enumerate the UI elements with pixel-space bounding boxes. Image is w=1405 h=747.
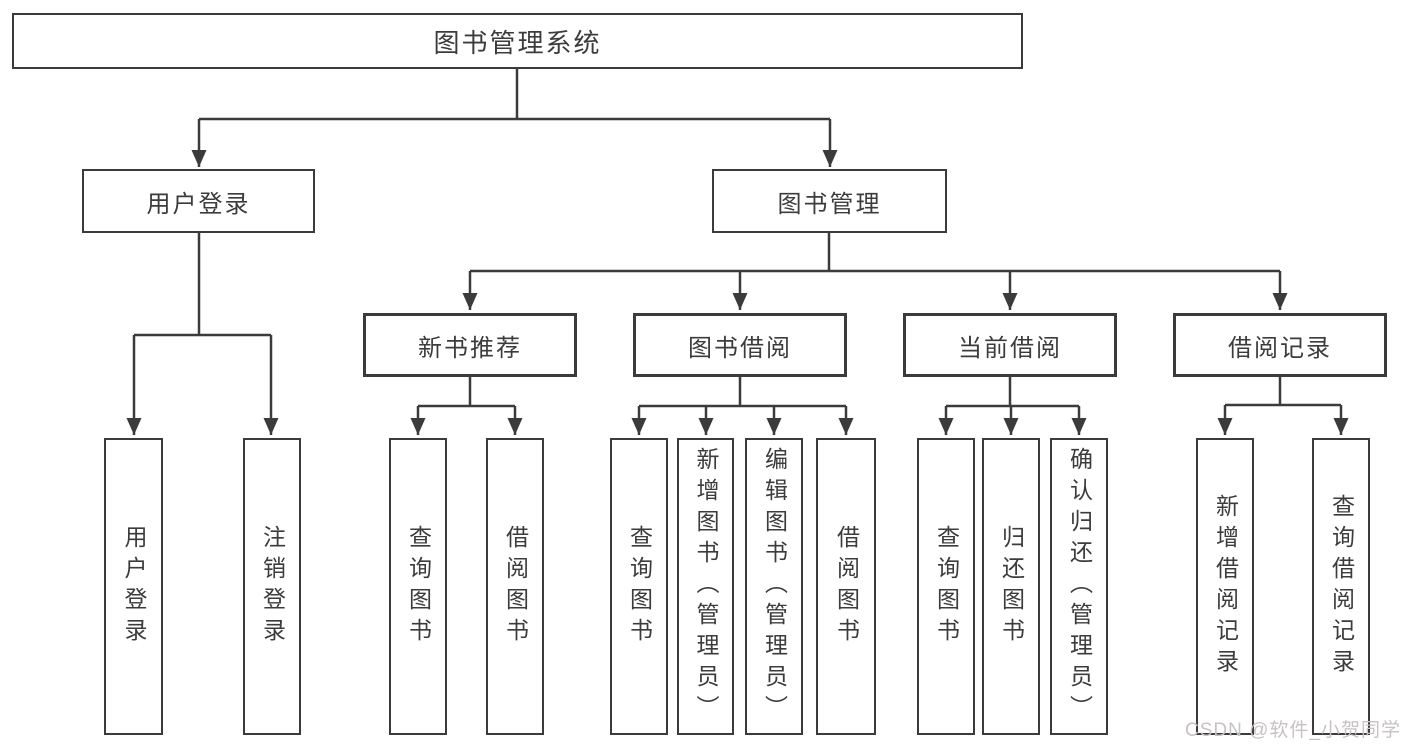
- node-user-login-branch: 用户登录: [82, 169, 315, 233]
- node-logout-label: 注销登录: [259, 524, 286, 649]
- node-book-borrowing: 图书借阅: [633, 313, 847, 377]
- node-add-book-admin-label: 新增图书（管理员）: [693, 447, 719, 726]
- node-edit-book-admin-label: 编辑图书（管理员）: [761, 447, 788, 726]
- node-query-borrow-record: 查询借阅记录: [1312, 438, 1370, 735]
- node-return-book: 归还图书: [982, 438, 1040, 735]
- node-return-book-label: 归还图书: [998, 524, 1025, 649]
- node-book-borrowing-label: 图书借阅: [688, 334, 792, 362]
- node-query-borrow-record-label: 查询借阅记录: [1328, 493, 1355, 680]
- node-borrow-books-label: 借阅图书: [833, 524, 860, 649]
- node-edit-book-admin: 编辑图书（管理员）: [745, 438, 803, 735]
- node-query-books-borrowing-label: 查询图书: [626, 524, 653, 649]
- node-user-login-label: 用户登录: [121, 524, 147, 649]
- node-confirm-return-admin-label: 确认归还（管理员）: [1066, 447, 1093, 726]
- node-query-books-current: 查询图书: [917, 438, 975, 735]
- watermark: CSDN @软件_小贺同学: [1185, 720, 1401, 741]
- node-logout: 注销登录: [243, 438, 301, 735]
- node-user-login-branch-label: 用户登录: [146, 190, 251, 218]
- node-add-book-admin: 新增图书（管理员）: [677, 438, 734, 735]
- node-borrowing-records-label: 借阅记录: [1228, 334, 1332, 362]
- node-add-borrow-record-label: 新增借阅记录: [1212, 493, 1239, 680]
- node-book-management-label: 图书管理: [777, 190, 882, 218]
- node-library-system: 图书管理系统: [12, 13, 1023, 69]
- node-borrow-books-recommend-label: 借阅图书: [502, 524, 529, 649]
- node-new-book-recommend: 新书推荐: [363, 313, 577, 377]
- node-query-books-borrowing: 查询图书: [610, 438, 668, 735]
- node-new-book-recommend-label: 新书推荐: [418, 334, 522, 362]
- node-borrowing-records: 借阅记录: [1173, 313, 1387, 377]
- node-add-borrow-record: 新增借阅记录: [1196, 438, 1254, 735]
- node-current-borrowing-label: 当前借阅: [958, 334, 1062, 362]
- node-library-system-label: 图书管理系统: [433, 27, 602, 58]
- node-current-borrowing: 当前借阅: [903, 313, 1117, 377]
- node-borrow-books: 借阅图书: [816, 438, 876, 735]
- node-query-books-current-label: 查询图书: [933, 524, 960, 649]
- node-book-management: 图书管理: [712, 169, 947, 233]
- node-confirm-return-admin: 确认归还（管理员）: [1050, 438, 1108, 735]
- node-user-login: 用户登录: [104, 438, 163, 735]
- node-query-books-recommend-label: 查询图书: [405, 524, 432, 649]
- node-query-books-recommend: 查询图书: [389, 438, 447, 735]
- node-borrow-books-recommend: 借阅图书: [486, 438, 544, 735]
